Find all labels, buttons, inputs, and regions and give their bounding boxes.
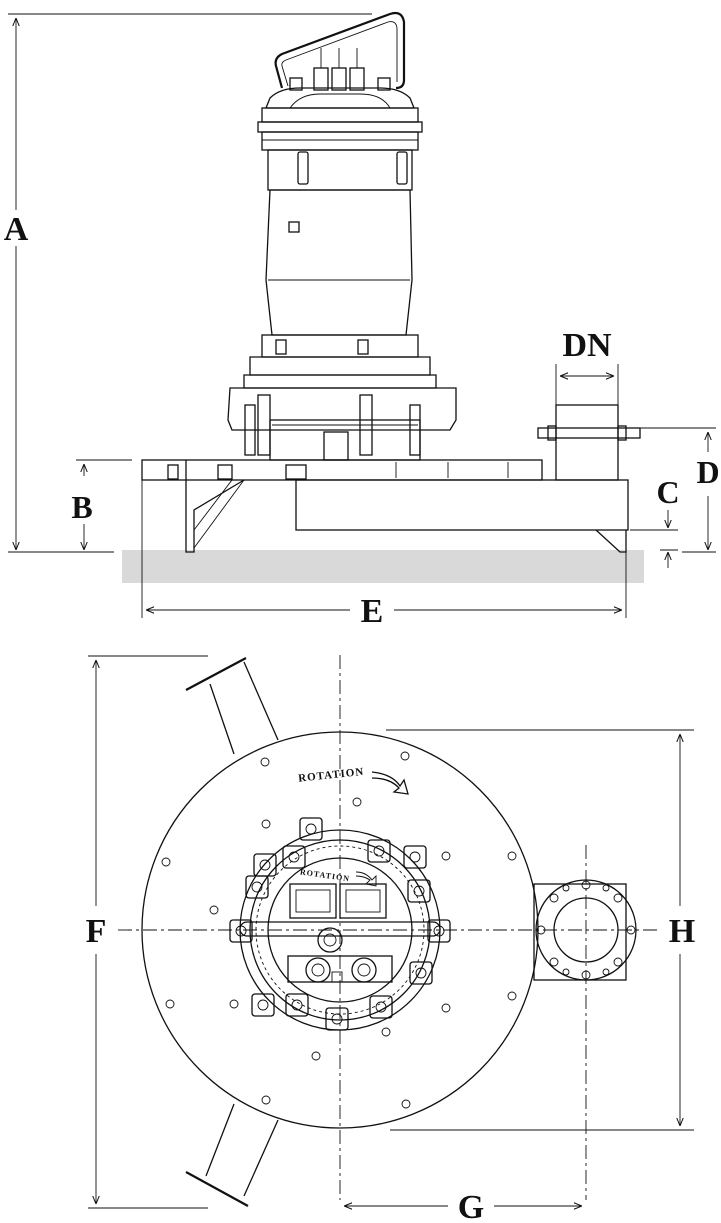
lifting-handle	[274, 11, 406, 90]
rotation-label-inner: ROTATION	[299, 867, 350, 883]
dimension-a: A	[4, 13, 372, 553]
base-plate-holes	[161, 751, 517, 1109]
terminal-box-left	[289, 883, 337, 919]
support-leg-left	[185, 460, 245, 553]
dimension-e: E	[141, 460, 627, 630]
dimension-label-a: A	[4, 211, 29, 248]
plan-view: ROTATION ROTATION	[86, 655, 695, 1223]
rotation-arrow-inner	[355, 871, 377, 887]
dimension-d: D	[640, 427, 720, 553]
side-elevation-view: A B C D DN	[4, 11, 720, 630]
rotation-label-outer: ROTATION	[298, 766, 365, 785]
lifting-arm-top	[185, 657, 279, 755]
motor-housing	[265, 189, 413, 336]
dimension-label-c: C	[656, 474, 679, 510]
base-plate	[141, 459, 543, 481]
dimension-dn: DN	[555, 327, 619, 420]
dimension-b: B	[71, 459, 132, 550]
cable-entries	[289, 48, 391, 91]
floor-band	[122, 550, 644, 583]
dimension-g: G	[344, 1189, 582, 1223]
dimension-label-e: E	[361, 593, 384, 630]
terminal-box-right	[339, 883, 387, 919]
dimension-label-h: H	[669, 913, 695, 950]
nameplate-icon	[288, 221, 300, 233]
dimension-c: C	[630, 474, 680, 568]
rotation-arrow-outer	[371, 771, 409, 795]
motor-cap	[265, 87, 415, 109]
dimension-label-d: D	[696, 454, 719, 490]
support-leg-right	[595, 529, 627, 553]
discharge-pipe	[555, 404, 619, 481]
dimension-label-b: B	[71, 489, 92, 525]
mounting-lugs	[229, 817, 451, 1031]
motor-housing-upper	[267, 149, 413, 191]
discharge-flange	[537, 427, 641, 439]
dimension-h: H	[386, 729, 695, 1131]
lifting-arm-bottom	[185, 1103, 279, 1207]
lifting-bar	[239, 921, 441, 937]
dimension-label-g: G	[458, 1189, 484, 1223]
base-plate-circle	[141, 731, 539, 1129]
dimension-f: F	[86, 655, 208, 1209]
gearbox-housing	[227, 387, 457, 431]
discharge-duct	[295, 479, 629, 531]
dimension-label-dn: DN	[562, 327, 612, 364]
discharge-flange-plan	[533, 879, 637, 981]
dimension-label-f: F	[86, 913, 107, 950]
